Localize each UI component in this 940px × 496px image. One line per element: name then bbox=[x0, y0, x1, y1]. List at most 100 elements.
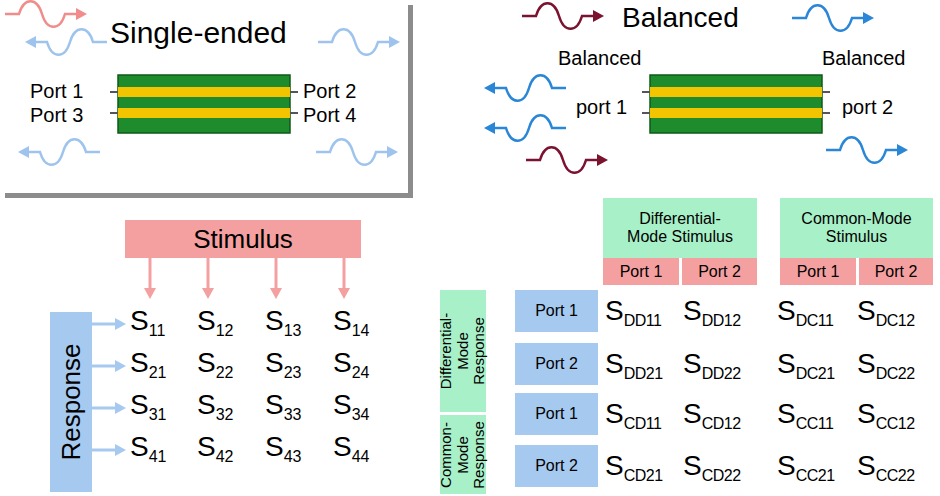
s-symbol: S bbox=[265, 347, 284, 378]
box-label: Port 1 bbox=[535, 405, 578, 423]
s-symbol: S bbox=[130, 389, 149, 420]
port-box: Port 2 bbox=[515, 445, 598, 487]
s-parameter: S13 bbox=[265, 305, 301, 340]
wave-arrow bbox=[318, 29, 400, 55]
s-subscript: 23 bbox=[284, 364, 302, 381]
box-label: Response bbox=[57, 343, 86, 460]
s-subscript: CD11 bbox=[624, 415, 662, 432]
box-label: Common-Mode Response bbox=[438, 417, 488, 493]
s-parameter: SDC21 bbox=[777, 348, 835, 383]
s-subscript: 31 bbox=[149, 406, 167, 423]
header-box: Common-Mode Response bbox=[440, 415, 486, 494]
wave-arrow bbox=[5, 1, 87, 27]
box-label: Port 1 bbox=[797, 263, 840, 281]
header-box: Differential-Mode Response bbox=[440, 290, 486, 412]
s-parameter: S34 bbox=[333, 389, 369, 424]
s-symbol: S bbox=[605, 348, 624, 379]
s-subscript: 21 bbox=[149, 364, 167, 381]
transmission-line bbox=[110, 75, 298, 133]
s-symbol: S bbox=[857, 348, 876, 379]
s-symbol: S bbox=[333, 305, 352, 336]
s-symbol: S bbox=[197, 431, 216, 462]
s-parameter: SDC22 bbox=[857, 348, 915, 383]
s-symbol: S bbox=[857, 450, 876, 481]
wave-arrow bbox=[826, 137, 908, 163]
s-parameter: SCD21 bbox=[605, 450, 663, 485]
s-parameter: SDD12 bbox=[683, 295, 741, 330]
s-parameter: S41 bbox=[130, 431, 166, 466]
port-box: Port 1 bbox=[780, 258, 856, 285]
s-subscript: DC21 bbox=[796, 365, 835, 382]
s-parameter: S23 bbox=[265, 347, 301, 382]
s-subscript: DC11 bbox=[796, 312, 834, 329]
wave-arrow bbox=[18, 139, 100, 165]
s-subscript: CD22 bbox=[702, 467, 741, 484]
s-subscript: CC11 bbox=[796, 415, 834, 432]
section-title: Balanced bbox=[622, 2, 739, 34]
box-label: Differential-Mode Stimulus bbox=[620, 210, 740, 245]
port-label: Port 1 bbox=[30, 80, 83, 103]
response-box: Response bbox=[50, 312, 92, 492]
s-parameter: SDC11 bbox=[777, 295, 833, 330]
s-subscript: 13 bbox=[284, 322, 302, 339]
s-subscript: 24 bbox=[352, 364, 370, 381]
s-symbol: S bbox=[197, 305, 216, 336]
port-box: Port 1 bbox=[603, 258, 679, 285]
s-parameter: SDD11 bbox=[605, 295, 661, 330]
s-parameter: S21 bbox=[130, 347, 166, 382]
box-label: Stimulus bbox=[193, 225, 293, 254]
stimulus-arrows bbox=[144, 258, 350, 299]
s-parameter: S31 bbox=[130, 389, 166, 424]
s-subscript: CD12 bbox=[702, 415, 741, 432]
wave-arrow bbox=[522, 3, 604, 29]
s-parameter: S11 bbox=[130, 305, 165, 340]
s-subscript: 14 bbox=[352, 322, 370, 339]
header-box: Common-Mode Stimulus bbox=[780, 198, 933, 258]
port-box: Port 2 bbox=[682, 258, 757, 285]
s-parameter: SDD22 bbox=[683, 348, 741, 383]
s-parameter: SCD11 bbox=[605, 398, 661, 433]
box-label: Port 1 bbox=[620, 263, 663, 281]
s-parameter: SCC21 bbox=[777, 450, 835, 485]
s-subscript: CC12 bbox=[876, 415, 915, 432]
s-subscript: CD21 bbox=[624, 467, 663, 484]
box-label: Port 2 bbox=[698, 263, 741, 281]
s-subscript: 44 bbox=[352, 448, 370, 465]
header-box: Differential-Mode Stimulus bbox=[603, 198, 757, 258]
box-label: Port 2 bbox=[875, 263, 918, 281]
s-symbol: S bbox=[265, 305, 284, 336]
s-parameter: S33 bbox=[265, 389, 301, 424]
port-box: Port 2 bbox=[859, 258, 933, 285]
s-subscript: 22 bbox=[216, 364, 234, 381]
s-subscript: 33 bbox=[284, 406, 302, 423]
s-subscript: DD11 bbox=[624, 312, 662, 329]
wave-arrow bbox=[25, 29, 107, 55]
s-parameter: S22 bbox=[197, 347, 233, 382]
stimulus-box: Stimulus bbox=[125, 220, 361, 258]
s-symbol: S bbox=[777, 398, 796, 429]
s-subscript: 43 bbox=[284, 448, 302, 465]
s-symbol: S bbox=[333, 347, 352, 378]
s-symbol: S bbox=[777, 450, 796, 481]
port-box: Port 1 bbox=[515, 393, 598, 435]
s-subscript: DC22 bbox=[876, 365, 915, 382]
port-label: Port 4 bbox=[303, 104, 356, 127]
box-label: Common-Mode Stimulus bbox=[797, 210, 917, 245]
s-subscript: DC12 bbox=[876, 312, 915, 329]
s-symbol: S bbox=[333, 389, 352, 420]
s-symbol: S bbox=[197, 347, 216, 378]
s-subscript: 42 bbox=[216, 448, 234, 465]
s-symbol: S bbox=[197, 389, 216, 420]
s-symbol: S bbox=[683, 398, 702, 429]
wave-arrow bbox=[316, 139, 398, 165]
s-symbol: S bbox=[683, 450, 702, 481]
wave-arrow bbox=[484, 115, 566, 141]
port-label: Port 3 bbox=[30, 104, 83, 127]
s-parameter: SCC12 bbox=[857, 398, 915, 433]
box-label: Port 2 bbox=[535, 457, 578, 475]
box-label: Single-ended bbox=[110, 16, 287, 49]
s-subscript: DD12 bbox=[702, 312, 741, 329]
s-parameter: SDC12 bbox=[857, 295, 915, 330]
transmission-line bbox=[642, 75, 830, 133]
s-subscript: 34 bbox=[352, 406, 370, 423]
